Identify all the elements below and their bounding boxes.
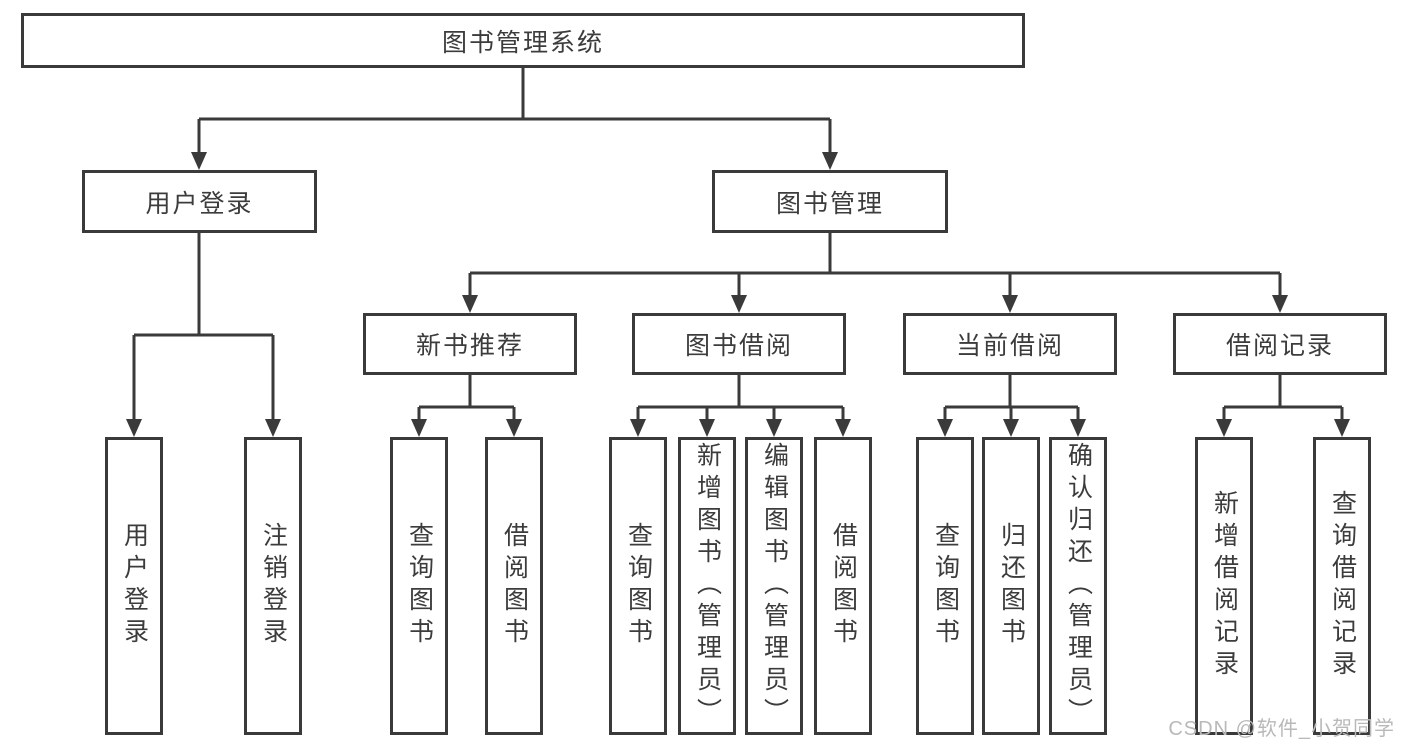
leaf-current-query-books: 查询图书: [916, 437, 974, 735]
arrow-down-icon: [835, 419, 851, 437]
node-root-system: 图书管理系统: [21, 13, 1025, 68]
node-borrowing-records-label: 借阅记录: [1225, 332, 1334, 360]
node-user-login-label: 用户登录: [145, 189, 254, 218]
leaf-user-login: 用户登录: [105, 437, 163, 735]
node-new-book-recommend-label: 新书推荐: [415, 332, 524, 360]
leaf-return-books-label: 归还图书: [997, 522, 1026, 650]
connector-path: [132, 68, 1344, 421]
leaf-borrowing-query-books-label: 查询图书: [624, 522, 653, 650]
leaf-add-books-admin: 新增图书（管理员）: [678, 437, 736, 735]
leaf-borrowing-borrow-books-label: 借阅图书: [829, 522, 858, 650]
leaf-borrowing-query-books: 查询图书: [609, 437, 667, 735]
leaf-edit-books-admin-label: 编辑图书（管理员）: [760, 442, 789, 730]
node-book-management: 图书管理: [712, 170, 948, 233]
leaf-user-login-label: 用户登录: [120, 522, 149, 650]
node-book-borrowing-label: 图书借阅: [684, 332, 793, 360]
arrow-down-icon: [1216, 419, 1232, 437]
arrow-down-icon: [265, 419, 281, 437]
arrow-down-icon: [462, 295, 478, 313]
arrow-down-icon: [1002, 295, 1018, 313]
leaf-edit-books-admin: 编辑图书（管理员）: [745, 437, 803, 735]
arrowheads: [126, 152, 1350, 437]
arrow-down-icon: [506, 419, 522, 437]
node-user-login: 用户登录: [82, 170, 317, 233]
leaf-logout: 注销登录: [244, 437, 302, 735]
arrow-down-icon: [731, 295, 747, 313]
node-book-management-label: 图书管理: [775, 189, 884, 218]
node-root-label: 图书管理系统: [441, 28, 604, 57]
leaf-recommend-borrow-books: 借阅图书: [485, 437, 543, 735]
arrow-down-icon: [937, 419, 953, 437]
leaf-recommend-query-books: 查询图书: [390, 437, 448, 735]
node-new-book-recommend: 新书推荐: [363, 313, 577, 375]
csdn-watermark: CSDN @软件_小贺同学: [1168, 718, 1395, 740]
node-current-borrowing-label: 当前借阅: [955, 332, 1064, 360]
arrow-down-icon: [1070, 419, 1086, 437]
arrow-down-icon: [1272, 295, 1288, 313]
leaf-confirm-return-admin-label: 确认归还（管理员）: [1064, 442, 1093, 730]
arrow-down-icon: [1334, 419, 1350, 437]
leaf-add-borrow-record-label: 新增借阅记录: [1210, 490, 1239, 682]
leaf-add-books-admin-label: 新增图书（管理员）: [693, 442, 722, 730]
arrow-down-icon: [126, 419, 142, 437]
leaf-borrowing-borrow-books: 借阅图书: [814, 437, 872, 735]
leaf-query-borrow-record-label: 查询借阅记录: [1328, 490, 1357, 682]
leaf-return-books: 归还图书: [982, 437, 1040, 735]
arrow-down-icon: [1003, 419, 1019, 437]
arrow-down-icon: [822, 152, 838, 170]
leaf-logout-label: 注销登录: [259, 522, 288, 650]
arrow-down-icon: [699, 419, 715, 437]
leaf-confirm-return-admin: 确认归还（管理员）: [1049, 437, 1107, 735]
arrow-down-icon: [630, 419, 646, 437]
arrow-down-icon: [766, 419, 782, 437]
leaf-current-query-books-label: 查询图书: [931, 522, 960, 650]
arrow-down-icon: [191, 152, 207, 170]
node-borrowing-records: 借阅记录: [1173, 313, 1387, 375]
arrow-down-icon: [411, 419, 427, 437]
leaf-recommend-borrow-books-label: 借阅图书: [500, 522, 529, 650]
node-book-borrowing: 图书借阅: [632, 313, 846, 375]
node-current-borrowing: 当前借阅: [903, 313, 1117, 375]
leaf-add-borrow-record: 新增借阅记录: [1195, 437, 1253, 735]
leaf-query-borrow-record: 查询借阅记录: [1313, 437, 1371, 735]
leaf-recommend-query-books-label: 查询图书: [405, 522, 434, 650]
